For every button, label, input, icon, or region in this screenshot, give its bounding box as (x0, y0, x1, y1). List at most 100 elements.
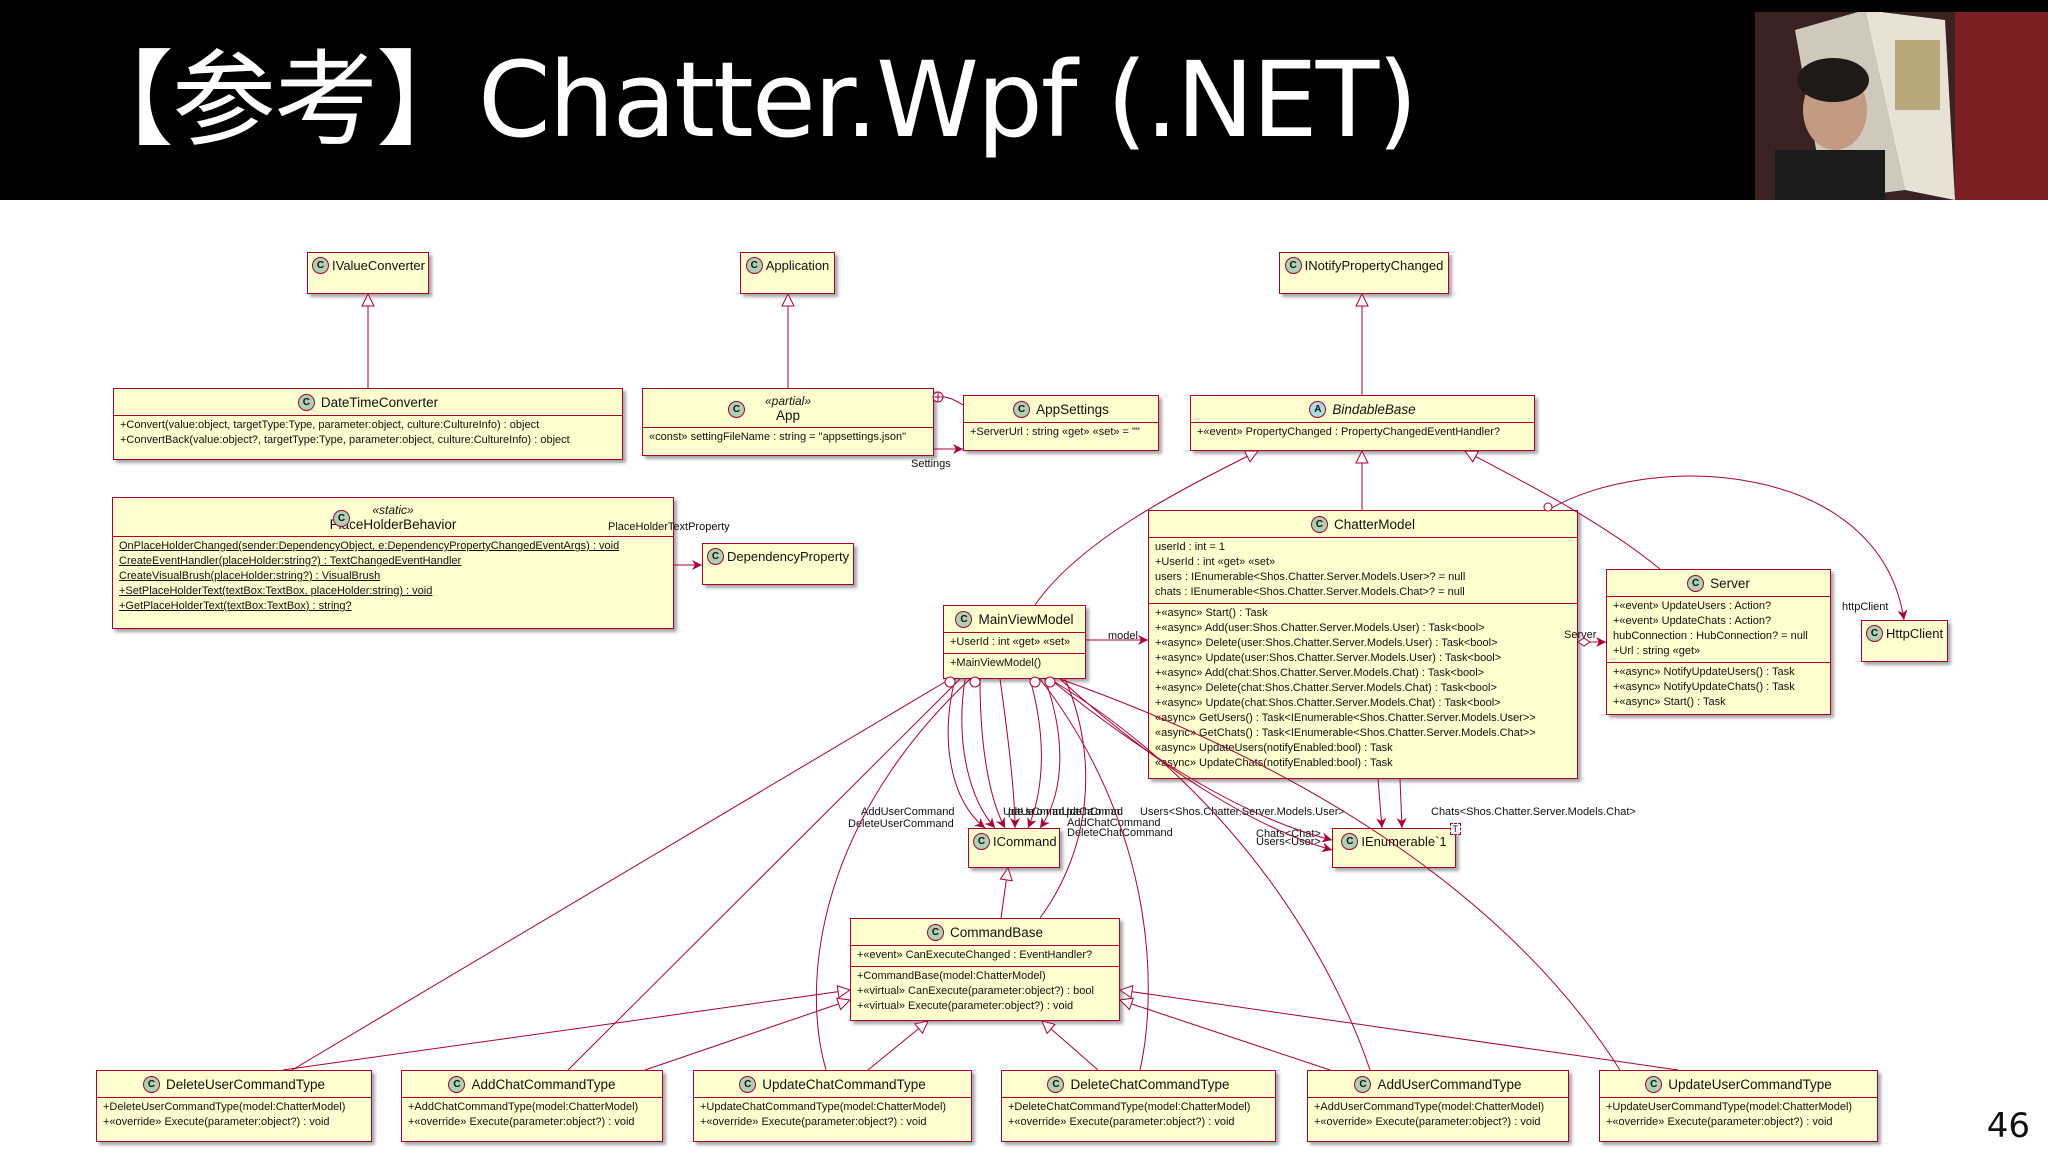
field-row: +«event» CanExecuteChanged : EventHandle… (857, 949, 1093, 961)
method-row: «async» GetUsers() : Task<IEnumerable<Sh… (1155, 712, 1536, 724)
methods-section: OnPlaceHolderChanged(sender:DependencyOb… (113, 536, 673, 617)
edge-mvm-icommand-6 (1039, 678, 1061, 829)
class-marker-icon: C (297, 394, 315, 411)
methods-section: +MainViewModel() (944, 653, 1085, 674)
class-name: IValueConverter (332, 258, 425, 273)
method-row: +ConvertBack(value:object?, targetType:T… (120, 434, 570, 446)
class-name: AppSettings (1036, 402, 1109, 417)
method-row: +«virtual» Execute(parameter:object?) : … (857, 1000, 1074, 1012)
method-row: +«async» Update(chat:Shos.Chatter.Server… (1155, 697, 1501, 709)
class-marker-icon: C (1341, 833, 1359, 850)
field-row: users : IEnumerable<Shos.Chatter.Server.… (1155, 571, 1466, 583)
fields-section: +«event» PropertyChanged : PropertyChang… (1191, 422, 1534, 443)
field-row: chats : IEnumerable<Shos.Chatter.Server.… (1155, 586, 1465, 598)
edge-server-bindablebase (1465, 451, 1661, 570)
method-row: +«async» Add(user:Shos.Chatter.Server.Mo… (1155, 622, 1485, 634)
methods-section: +DeleteUserCommandType(model:ChatterMode… (97, 1097, 371, 1133)
method-row: +«async» NotifyUpdateUsers() : Task (1613, 666, 1795, 678)
edge-mvm-icommand-2 (961, 678, 996, 829)
slide-title: 【参考】Chatter.Wpf (.NET) (70, 39, 1418, 161)
method-row: CreateEventHandler(placeHolder:string?) … (119, 555, 462, 567)
edge-updatechatcmd-commandbase (867, 1021, 928, 1071)
method-row: +CommandBase(model:ChatterModel) (857, 970, 1046, 982)
fields-section: «const» settingFileName : string = "apps… (643, 427, 933, 448)
edge-chattermodel-ienumerable-chats (1396, 778, 1407, 829)
edge-label-model: model (1108, 630, 1138, 642)
type-parameter: T (1449, 823, 1461, 835)
method-row: +«virtual» CanExecute(parameter:object?)… (857, 985, 1094, 997)
method-row: «async» UpdateChats(notifyEnabled:bool) … (1155, 757, 1393, 769)
edge-mvm-icommand-4 (999, 678, 1020, 829)
class-marker-icon: C (1310, 516, 1328, 533)
edge-mvm-ienumerable-2 (1059, 678, 1333, 853)
edge-deleteusercmd-commandbase (282, 990, 850, 1071)
edge-mvm-updateusercmd (1059, 678, 1621, 1071)
methods-section: +Convert(value:object, targetType:Type, … (114, 415, 622, 451)
method-row: +«override» Execute(parameter:object?) :… (408, 1116, 635, 1128)
class-name: UpdateChatCommandType (762, 1077, 926, 1092)
edge-mvm-addusercmd (1049, 678, 1371, 1071)
class-name: IEnumerable`1 (1361, 834, 1447, 849)
field-row: +«event» PropertyChanged : PropertyChang… (1197, 426, 1501, 438)
class-app: C«partial»App «const» settingFileName : … (642, 388, 934, 456)
method-row: +UpdateChatCommandType(model:ChatterMode… (700, 1101, 947, 1113)
class-name: MainViewModel (978, 612, 1074, 627)
fields-section: +«event» UpdateUsers : Action? +«event» … (1607, 596, 1830, 662)
edge-label-addusercommand: AddUserCommand (861, 806, 955, 818)
edge-updateusercmd-commandbase (1120, 990, 1679, 1071)
class-name: DeleteUserCommandType (165, 1077, 326, 1092)
edge-addusercmd-commandbase (1120, 1000, 1331, 1071)
class-name: Application (765, 258, 830, 273)
class-marker-icon: C (1354, 1076, 1372, 1093)
edge-label-addchatcommand: AddChatCommand (1067, 817, 1161, 829)
class-name: UpdateUserCommandType (1668, 1077, 1832, 1092)
page-number: 46 (1986, 1106, 2030, 1146)
edge-mainviewmodel-bindablebase (1034, 451, 1258, 606)
method-row: +«async» Delete(chat:Shos.Chatter.Server… (1155, 682, 1497, 694)
fields-section: +UserId : int «get» «set» (944, 632, 1085, 653)
field-row: +Url : string «get» (1613, 645, 1701, 657)
edge-label-httpclient: httpClient (1842, 601, 1889, 613)
class-name: AddUserCommandType (1377, 1077, 1522, 1092)
edge-mvm-icommand-3 (979, 678, 1006, 829)
class-marker-icon: C (739, 1076, 757, 1093)
class-name: HttpClient (1886, 626, 1944, 641)
field-row: +«event» UpdateChats : Action? (1613, 615, 1772, 627)
edge-mvm-addchatcmd (567, 678, 961, 1071)
abstract-marker-icon: A (1309, 401, 1327, 418)
edge-label-deletechatcommand: DeleteChatCommand (1067, 827, 1173, 839)
field-row: hubConnection : HubConnection? = null (1613, 630, 1808, 642)
class-marker-icon: C (728, 401, 745, 418)
class-name: PlaceHolderBehavior (329, 517, 457, 532)
method-row: +SetPlaceHolderText(textBox:TextBox, pla… (119, 585, 433, 597)
methods-section: +«async» Start() : Task +«async» Add(use… (1149, 603, 1577, 774)
method-row: +«async» Start() : Task (1613, 696, 1726, 708)
methods-section: +«async» NotifyUpdateUsers() : Task +«as… (1607, 662, 1830, 713)
class-placeholderbehavior: C«static»PlaceHolderBehavior OnPlaceHold… (112, 497, 674, 629)
class-name: DateTimeConverter (320, 395, 439, 410)
class-name: Server (1710, 576, 1750, 591)
fields-section: +«event» CanExecuteChanged : EventHandle… (851, 945, 1119, 966)
method-row: «async» UpdateUsers(notifyEnabled:bool) … (1155, 742, 1393, 754)
method-row: +DeleteUserCommandType(model:ChatterMode… (103, 1101, 346, 1113)
class-name: INotifyPropertyChanged (1304, 258, 1444, 273)
class-name: ICommand (993, 834, 1057, 849)
method-row: +«async» Delete(user:Shos.Chatter.Server… (1155, 637, 1498, 649)
speaker-video-image (1755, 0, 2048, 200)
fields-section: +ServerUrl : string «get» «set» = "" (964, 422, 1158, 443)
edge-addchatcmd-commandbase (644, 1000, 850, 1071)
method-row: +UpdateUserCommandType(model:ChatterMode… (1606, 1101, 1853, 1113)
class-marker-icon: C (1047, 1076, 1065, 1093)
